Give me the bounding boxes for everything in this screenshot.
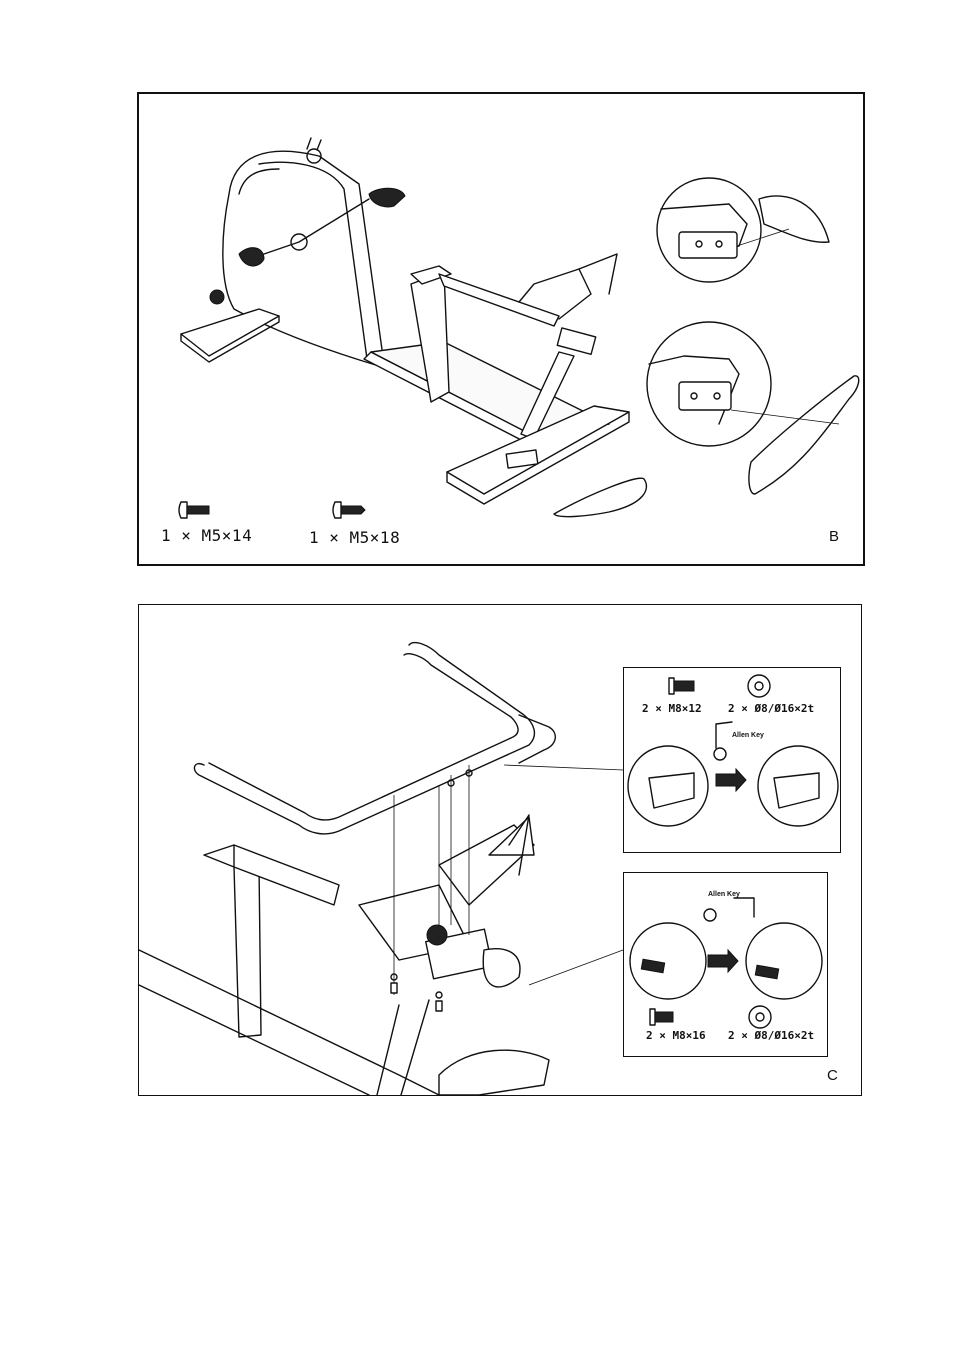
arrow-right-icon: [707, 948, 739, 974]
screw-icon: [178, 501, 210, 519]
bolt-spec-m8x12: 2 × M8×12: [642, 702, 702, 715]
arrow-right-icon: [715, 767, 747, 793]
inset-bottom-illustration: [629, 897, 823, 1029]
allen-key-label-top: Allen Key: [732, 732, 764, 739]
detail-inset-top: 2 × M8×12 2 × Ø8/Ø16×2t Allen Key: [623, 667, 841, 853]
allen-key-label-bottom: Allen Key: [708, 891, 740, 898]
step-c-illustration: [138, 641, 624, 1096]
washer-icon: [748, 1005, 772, 1029]
bolt-spec-m8x16: 2 × M8×16: [646, 1029, 706, 1042]
inset-top-illustration: [627, 674, 839, 827]
bolt-icon: [668, 677, 695, 695]
screw-icon: [332, 501, 366, 519]
detail-inset-bottom: Allen Key 2 × M8×16 2 × Ø8/Ø16×2t: [623, 872, 828, 1057]
washer-spec-bottom: 2 × Ø8/Ø16×2t: [728, 1029, 815, 1042]
allen-key-icon: [703, 897, 755, 922]
step-label: B: [829, 528, 840, 545]
washer-icon: [747, 674, 771, 698]
screw-spec-m5x18: 1 × M5×18: [309, 528, 401, 547]
bolt-icon: [649, 1008, 674, 1026]
screw-spec-m5x14: 1 × M5×14: [161, 526, 253, 545]
allen-key-icon: [713, 721, 733, 761]
step-label: C: [827, 1067, 838, 1084]
assembly-step-b-panel: 1 × M5×14 1 × M5×18 B: [137, 92, 865, 566]
washer-spec-top: 2 × Ø8/Ø16×2t: [728, 702, 815, 715]
assembly-step-c-panel: 2 × M8×12 2 × Ø8/Ø16×2t Allen Key All: [138, 604, 862, 1096]
step-b-illustration: [178, 137, 860, 519]
